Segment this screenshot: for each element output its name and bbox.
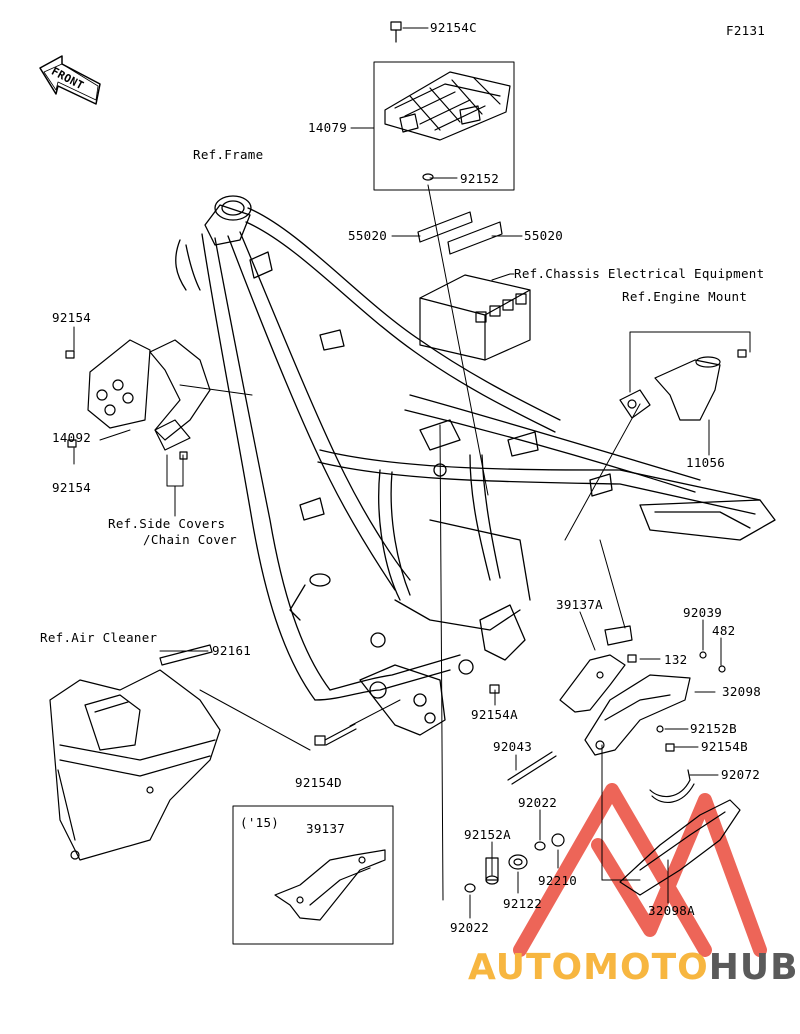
- part-label-32098A: 32098A: [648, 903, 695, 918]
- small-fittings: [464, 833, 565, 893]
- year-15-label: ('15): [240, 815, 280, 830]
- part-label-32098: 32098: [722, 684, 762, 699]
- part-label-92210: 92210: [538, 873, 578, 888]
- bolt-92154C-icon: [390, 21, 402, 43]
- part-label-132: 132: [664, 652, 688, 667]
- ref-engine-mount-label: Ref.Engine Mount: [622, 289, 748, 304]
- part-label-92022-bottom: 92022: [450, 920, 490, 935]
- watermark-part1: AUTOMOTO: [468, 947, 709, 988]
- battery-case-group: [373, 61, 515, 191]
- part-label-55020-left: 55020: [348, 228, 388, 243]
- part-label-92154D: 92154D: [295, 775, 342, 790]
- part-label-39137: 39137: [306, 821, 346, 836]
- guard-32098A: [619, 799, 741, 896]
- air-cleaner-icon: [49, 644, 221, 861]
- leader-lines: [73, 27, 751, 919]
- watermark-logo: AUTOMOTOHUB: [468, 948, 799, 988]
- watermark-logo-triangle: [513, 783, 767, 957]
- part-label-92022-top: 92022: [518, 795, 558, 810]
- part-label-92154C: 92154C: [430, 20, 477, 35]
- part-label-92152A: 92152A: [464, 827, 511, 842]
- part-label-55020-right: 55020: [524, 228, 564, 243]
- part-label-14092: 14092: [52, 430, 92, 445]
- part-label-92152: 92152: [460, 171, 500, 186]
- part-label-92154A: 92154A: [471, 707, 518, 722]
- part-label-92039: 92039: [683, 605, 723, 620]
- ref-frame-label: Ref.Frame: [193, 147, 264, 162]
- bolt-92154D-icon: [314, 723, 357, 746]
- bracket-14092: [65, 339, 211, 460]
- pin-92043-icon: [507, 751, 557, 785]
- part-label-92161: 92161: [212, 643, 252, 658]
- part-label-92154-bottom: 92154: [52, 480, 92, 495]
- front-arrow-icon: [39, 55, 101, 105]
- part-label-11056: 11056: [686, 455, 726, 470]
- ref-air-cleaner-label: Ref.Air Cleaner: [40, 630, 158, 645]
- part-label-14079: 14079: [308, 120, 348, 135]
- year-15-inset: [232, 805, 394, 945]
- bracket-39137A: [559, 625, 637, 713]
- part-label-92154-top: 92154: [52, 310, 92, 325]
- cover-32098: [489, 651, 726, 756]
- battery-pads: [417, 211, 503, 255]
- ref-side-covers-label: Ref.Side Covers: [108, 516, 226, 531]
- band-92072-icon: [649, 769, 695, 803]
- ref-chain-cover-label: /Chain Cover: [143, 532, 237, 547]
- main-frame: [175, 195, 776, 736]
- diagram-code: F2131: [726, 23, 766, 38]
- part-label-92043: 92043: [493, 739, 533, 754]
- part-label-92152B: 92152B: [690, 721, 737, 736]
- watermark-part2: HUB: [708, 947, 799, 988]
- part-label-92122: 92122: [503, 896, 543, 911]
- part-label-482: 482: [712, 623, 736, 638]
- part-label-92154B: 92154B: [701, 739, 748, 754]
- engine-mount-bracket-11056: [619, 349, 747, 421]
- battery-icon: [419, 274, 531, 361]
- ref-chassis-electrical-label: Ref.Chassis Electrical Equipment: [514, 266, 765, 281]
- part-label-92072: 92072: [721, 767, 761, 782]
- part-label-39137A: 39137A: [556, 597, 603, 612]
